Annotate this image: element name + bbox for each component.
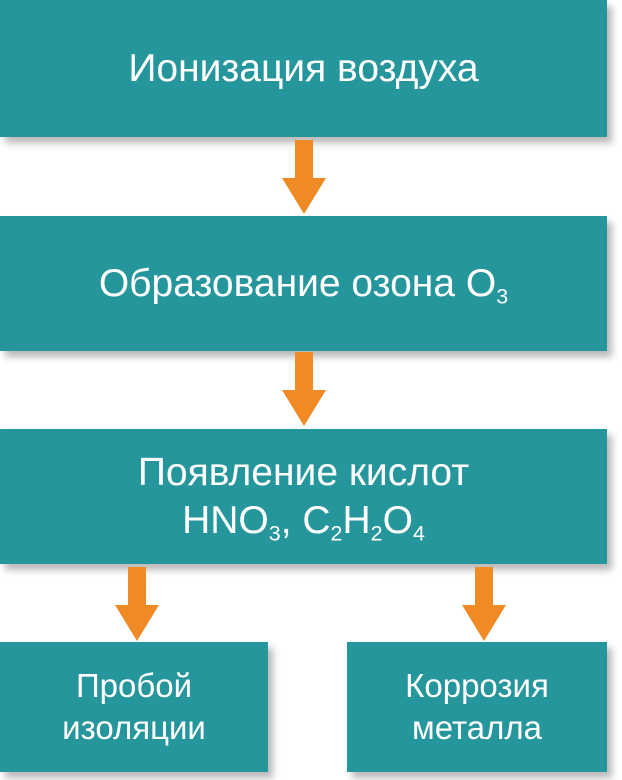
node-air-ionization: Ионизация воздуха xyxy=(0,0,607,137)
node-metal-corrosion: Коррозия металла xyxy=(347,642,607,772)
arrow-down-2 xyxy=(282,352,326,426)
node-insulation-breakdown: Пробой изоляции xyxy=(0,642,268,772)
arrow-down-right xyxy=(462,567,506,641)
node-acid-appearance-label: Появление кислот HNO3, C2H2O4 xyxy=(137,450,470,545)
node-ozone-formation-label: Образование озона O3 xyxy=(98,261,509,309)
node-metal-corrosion-label: Коррозия металла xyxy=(405,666,549,746)
node-insulation-breakdown-label: Пробой изоляции xyxy=(62,666,206,746)
node-ozone-formation: Образование озона O3 xyxy=(0,216,607,351)
arrow-down-left xyxy=(115,567,159,641)
node-acid-appearance: Появление кислот HNO3, C2H2O4 xyxy=(0,429,607,564)
node-air-ionization-label: Ионизация воздуха xyxy=(128,46,479,90)
arrow-down-1 xyxy=(282,140,326,214)
